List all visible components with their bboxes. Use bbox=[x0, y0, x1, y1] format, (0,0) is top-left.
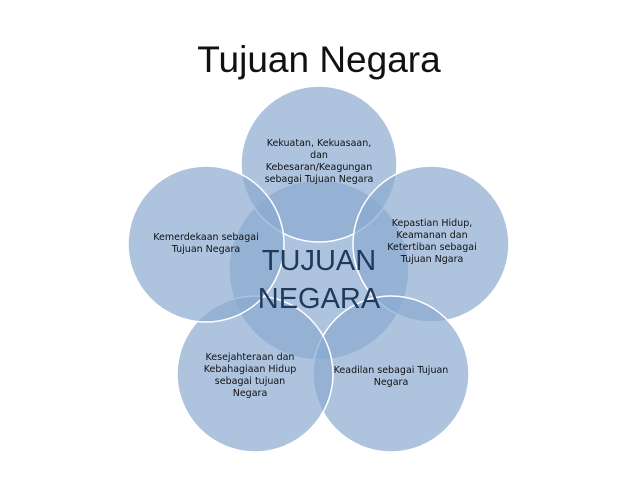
petal-label-left: Kemerdekaan sebagai Tujuan Negara bbox=[141, 232, 271, 256]
petal-label-bottom-left-line-1: Kesejahteraan dan bbox=[205, 352, 295, 363]
petal-label-top-line-1: Kekuatan, Kekuasaan, bbox=[266, 138, 372, 149]
petal-label-right-line-4: Tujuan Ngara bbox=[400, 254, 464, 265]
petal-label-right: Kepastian Hidup, Keamanan dan Ketertiban… bbox=[372, 218, 492, 266]
petal-label-bottom-left-line-2: Kebahagiaan Hidup bbox=[203, 364, 297, 375]
slide-title: Tujuan Negara bbox=[197, 39, 441, 80]
petal-label-top-line-3: Kebesaran/Keagungan bbox=[265, 162, 373, 173]
petal-label-bottom-right-line-2: Negara bbox=[373, 377, 409, 388]
petal-label-right-line-1: Kepastian Hidup, bbox=[391, 218, 473, 229]
petal-label-left-line-2: Tujuan Negara bbox=[171, 244, 241, 255]
petal-label-right-line-2: Keamanan dan bbox=[396, 230, 468, 241]
center-label-line-1: TUJUAN bbox=[262, 245, 376, 277]
petal-label-left-line-1: Kemerdekaan sebagai bbox=[153, 232, 259, 243]
petal-label-top-line-2: dan bbox=[310, 150, 328, 161]
petal-label-bottom-right-line-1: Keadilan sebagai Tujuan bbox=[333, 365, 449, 376]
petal-label-top: Kekuatan, Kekuasaan, dan Kebesaran/Keagu… bbox=[249, 138, 389, 186]
petal-label-right-line-3: Ketertiban sebagai bbox=[387, 242, 477, 253]
petal-circle-top bbox=[240, 85, 398, 243]
petal-label-bottom-right: Keadilan sebagai Tujuan Negara bbox=[321, 365, 461, 389]
center-label-line-2: NEGARA bbox=[258, 283, 381, 315]
petal-label-bottom-left-line-4: Negara bbox=[232, 388, 268, 399]
petal-label-top-line-4: sebagai Tujuan Negara bbox=[264, 174, 374, 185]
petal-label-bottom-left-line-3: sebagai tujuan bbox=[214, 376, 286, 387]
petal-label-bottom-left: Kesejahteraan dan Kebahagiaan Hidup seba… bbox=[185, 352, 315, 400]
petal-circle-left bbox=[127, 165, 285, 323]
